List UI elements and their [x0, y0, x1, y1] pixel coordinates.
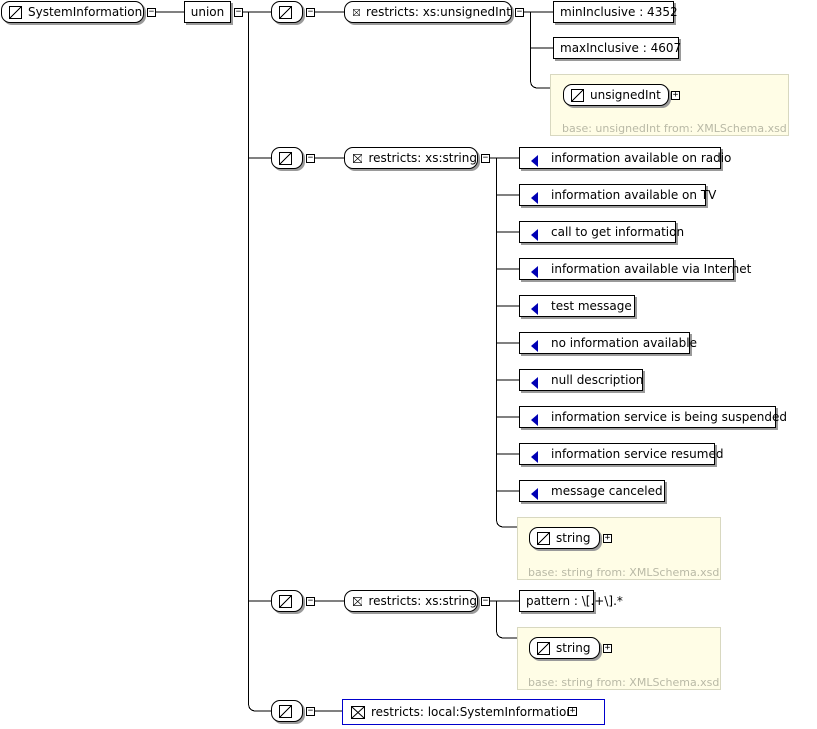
enumeration-triangle-icon	[531, 488, 538, 500]
restriction-bowtie-icon	[353, 153, 363, 163]
base-type-string[interactable]: string	[529, 637, 600, 659]
expand-plus-icon[interactable]: +	[603, 533, 612, 543]
enumeration-item[interactable]: message canceled	[519, 480, 665, 502]
simple-type-icon	[279, 594, 292, 608]
restriction-string-node-1[interactable]: restricts: xs:string	[344, 147, 478, 169]
facet-max-inclusive[interactable]: maxInclusive : 4607	[553, 37, 682, 59]
enumeration-triangle-icon	[531, 303, 538, 315]
facet-label: minInclusive : 4352	[560, 5, 678, 19]
enumeration-triangle-icon	[531, 414, 538, 426]
base-type-note: base: string from: XMLSchema.xsd	[528, 676, 720, 689]
simple-type-icon	[571, 88, 584, 102]
enumeration-label: information available via Internet	[551, 262, 752, 276]
enumeration-item[interactable]: information available on TV	[519, 184, 716, 206]
collapse-minus-icon[interactable]: −	[234, 7, 243, 17]
root-type-name: SystemInformation	[28, 5, 143, 19]
restriction-bowtie-icon	[353, 8, 361, 16]
collapse-minus-icon[interactable]: −	[306, 596, 315, 606]
facet-label: maxInclusive : 4607	[560, 41, 682, 55]
collapse-minus-icon[interactable]: −	[481, 596, 490, 606]
restriction-local-node[interactable]: restricts: local:SystemInformation	[342, 699, 605, 725]
restriction-label: restricts: xs:string	[368, 151, 477, 165]
facet-min-inclusive[interactable]: minInclusive : 4352	[553, 1, 678, 23]
enumeration-item[interactable]: null description	[519, 369, 643, 391]
collapse-minus-icon[interactable]: −	[147, 7, 156, 17]
expand-plus-icon[interactable]: +	[671, 90, 680, 100]
enumeration-item[interactable]: information service is being suspended	[519, 406, 787, 428]
base-type-unsignedint[interactable]: unsignedInt	[563, 84, 669, 106]
enumeration-item[interactable]: information available on radio	[519, 147, 731, 169]
restriction-label: restricts: xs:unsignedInt	[366, 5, 511, 19]
restriction-label: restricts: local:SystemInformation	[371, 705, 574, 719]
restriction-string-node-2[interactable]: restricts: xs:string	[344, 590, 478, 612]
collapse-minus-icon[interactable]: −	[306, 7, 315, 17]
base-type-string[interactable]: string	[529, 527, 600, 549]
expand-plus-icon[interactable]: +	[603, 643, 612, 653]
enumeration-item[interactable]: call to get information	[519, 221, 684, 243]
union-node[interactable]: union	[184, 1, 231, 23]
enumeration-triangle-icon	[531, 377, 538, 389]
root-simple-type-node[interactable]: SystemInformation	[1, 1, 144, 23]
enumeration-label: information service resumed	[551, 447, 724, 461]
enumeration-triangle-icon	[531, 266, 538, 278]
enumeration-label: call to get information	[551, 225, 685, 239]
simple-type-icon	[279, 704, 292, 718]
restriction-unsignedint-node[interactable]: restricts: xs:unsignedInt	[344, 1, 512, 23]
collapse-minus-icon[interactable]: −	[481, 153, 490, 163]
simple-type-icon	[537, 531, 550, 545]
base-type-note: base: unsignedInt from: XMLSchema.xsd	[562, 122, 787, 135]
union-label: union	[190, 5, 225, 19]
base-type-label: string	[556, 531, 591, 545]
enumeration-item[interactable]: information service resumed	[519, 443, 723, 465]
restriction-bowtie-icon	[351, 705, 365, 719]
simple-type-icon	[537, 641, 550, 655]
enumeration-triangle-icon	[531, 192, 538, 204]
facet-label: pattern : \[.+\].*	[526, 594, 623, 608]
enumeration-label: information available on radio	[551, 151, 732, 165]
enumeration-label: information service is being suspended	[551, 410, 787, 424]
member-simple-type-1[interactable]	[271, 1, 303, 23]
member-simple-type-4[interactable]	[271, 700, 303, 722]
restriction-bowtie-icon	[353, 596, 363, 606]
facet-pattern[interactable]: pattern : \[.+\].*	[519, 590, 623, 612]
enumeration-label: null description	[551, 373, 644, 387]
collapse-minus-icon[interactable]: −	[306, 706, 315, 716]
enumeration-item[interactable]: no information available	[519, 332, 697, 354]
enumeration-label: information available on TV	[551, 188, 717, 202]
simple-type-icon	[279, 151, 292, 165]
collapse-minus-icon[interactable]: −	[306, 153, 315, 163]
enumeration-triangle-icon	[531, 451, 538, 463]
member-simple-type-3[interactable]	[271, 590, 303, 612]
enumeration-triangle-icon	[531, 155, 538, 167]
simple-type-icon	[279, 5, 292, 19]
enumeration-triangle-icon	[531, 229, 538, 241]
base-type-note: base: string from: XMLSchema.xsd	[528, 566, 720, 579]
expand-plus-icon[interactable]: +	[568, 706, 577, 716]
enumeration-label: message canceled	[551, 484, 663, 498]
base-type-label: unsignedInt	[590, 88, 661, 102]
enumeration-item[interactable]: test message	[519, 295, 635, 317]
enumeration-triangle-icon	[531, 340, 538, 352]
base-type-label: string	[556, 641, 591, 655]
simple-type-icon	[9, 5, 22, 19]
restriction-label: restricts: xs:string	[368, 594, 477, 608]
collapse-minus-icon[interactable]: −	[515, 7, 524, 17]
member-simple-type-2[interactable]	[271, 147, 303, 169]
enumeration-label: test message	[551, 299, 632, 313]
enumeration-item[interactable]: information available via Internet	[519, 258, 751, 280]
enumeration-label: no information available	[551, 336, 697, 350]
